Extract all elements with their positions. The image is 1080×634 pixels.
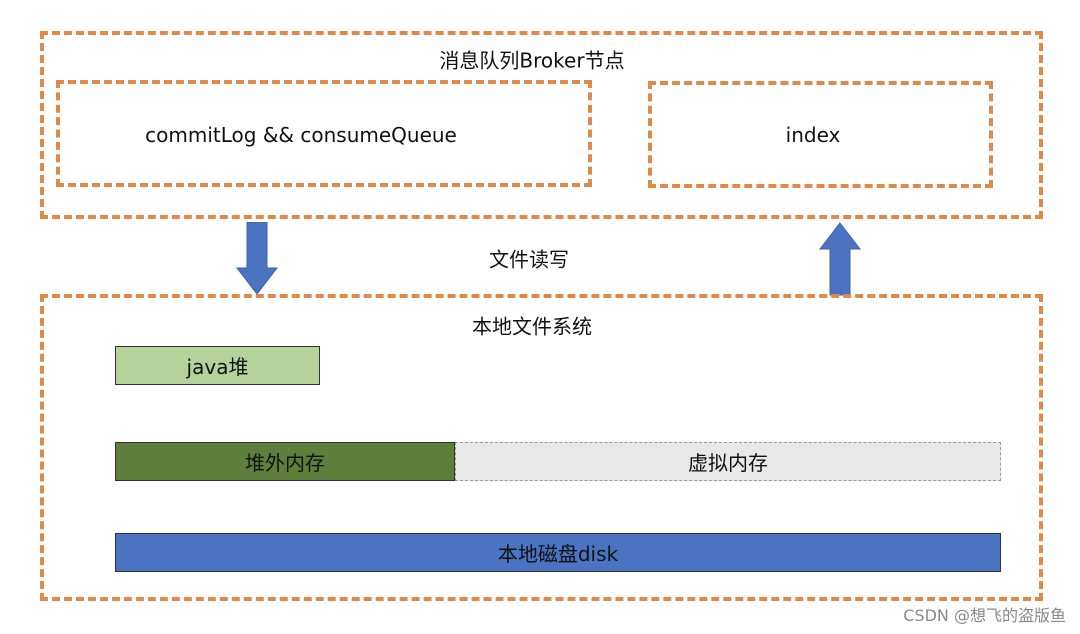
commitlog-box <box>56 80 592 187</box>
arrow-up-icon <box>819 222 861 296</box>
off-heap-block: 堆外内存 <box>115 442 455 481</box>
local-filesystem-title: 本地文件系统 <box>472 314 592 339</box>
off-heap-label: 堆外内存 <box>245 451 325 475</box>
local-filesystem-box <box>40 294 1043 601</box>
local-disk-block: 本地磁盘disk <box>115 533 1001 572</box>
local-disk-label: 本地磁盘disk <box>497 542 619 566</box>
java-heap-block: java堆 <box>115 346 320 385</box>
index-label: index <box>785 123 841 147</box>
broker-node-box <box>40 31 1043 219</box>
commitlog-label: commitLog && consumeQueue <box>145 123 457 147</box>
file-read-write-label: 文件读写 <box>489 247 569 272</box>
broker-node-title: 消息队列Broker节点 <box>439 48 625 73</box>
csdn-watermark: CSDN @想飞的盗版鱼 <box>903 606 1066 625</box>
java-heap-label: java堆 <box>186 355 249 379</box>
arrow-down-icon <box>236 222 278 295</box>
virtual-memory-label: 虚拟内存 <box>688 451 768 475</box>
index-box <box>648 81 993 188</box>
virtual-memory-block: 虚拟内存 <box>455 442 1001 481</box>
